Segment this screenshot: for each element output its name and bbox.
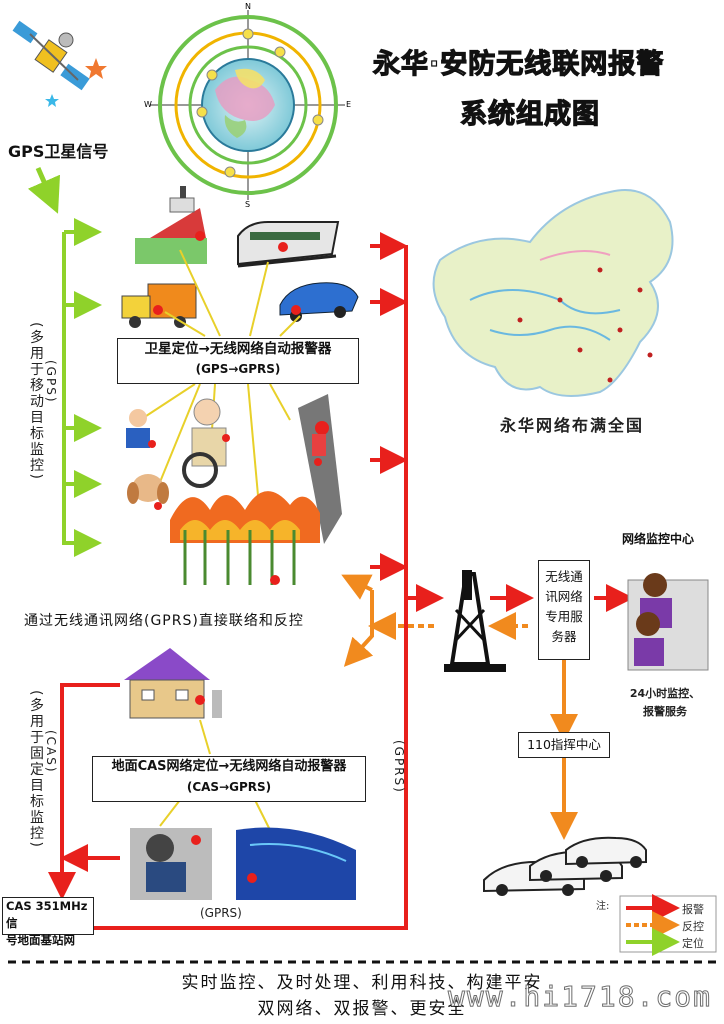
cas-base-line1: CAS 351MHz信: [6, 899, 88, 930]
child-illustration: [126, 409, 156, 448]
legend-label-control: 反控: [682, 920, 704, 933]
gps-side-tag: (GPS): [44, 360, 58, 404]
gps-green-bracket: [62, 218, 102, 557]
worker-illustration: [130, 828, 212, 900]
gprs-bottom-label: (GPRS): [200, 906, 242, 920]
gps-side-note: (多用于移动目标监控): [28, 322, 44, 481]
climber-illustration: [298, 394, 342, 544]
server-line1: 无线通: [545, 569, 583, 584]
center-110-box: 110指挥中心: [518, 732, 610, 758]
cas-side-tag: (CAS): [44, 730, 58, 774]
house-illustration: [124, 648, 222, 719]
service-line1: 24小时监控、: [629, 687, 701, 700]
slogan-line2: 双网络、双报警、更安全: [257, 999, 467, 1019]
compass-n: N: [245, 2, 251, 11]
dog-illustration: [127, 474, 169, 510]
china-map-illustration: [432, 189, 674, 397]
forest-fire-illustration: [170, 491, 320, 585]
legend-label-locate: 定位: [682, 937, 704, 950]
compass-w: W: [144, 100, 152, 109]
cas-yellow-line-left: [159, 799, 181, 827]
compass-s: S: [245, 200, 251, 209]
tower-icon: [444, 570, 506, 672]
server-line2: 讯网络: [545, 589, 583, 604]
building-illustration: [236, 827, 356, 900]
gps-signal-label: GPS卫星信号: [8, 142, 109, 161]
gps-alarm-box: 卫星定位→无线网络自动报警器 (GPS→GPRS): [117, 338, 359, 384]
cas-side-note: (多用于固定目标监控): [28, 690, 44, 849]
gps-alarm-box-line1: 卫星定位→无线网络自动报警器: [144, 341, 332, 357]
train-illustration: [237, 221, 340, 268]
gps-signal-arrow: [27, 166, 61, 214]
service-line2: 报警服务: [643, 705, 687, 718]
cas-alarm-box: 地面CAS网络定位→无线网络自动报警器 (CAS→GPRS): [92, 756, 366, 802]
police-cars-illustration: [483, 836, 647, 896]
car-illustration: [279, 282, 359, 322]
gprs-vertical-label: (GPRS): [392, 740, 406, 794]
page-title-line2: 系统组成图: [459, 98, 600, 130]
cas-alarm-box-line2: (CAS→GPRS): [186, 780, 272, 794]
elderly-wheelchair-illustration: [182, 398, 230, 488]
server-line3: 专用服: [545, 609, 583, 624]
compass-e: E: [346, 100, 352, 109]
cas-alarm-box-line1: 地面CAS网络定位→无线网络自动报警器: [111, 759, 347, 774]
truck-illustration: [121, 283, 197, 328]
cas-yellow-line-top: [199, 719, 211, 755]
ship-illustration: [135, 186, 207, 264]
watermark-text: www.hi1718.com: [447, 980, 713, 1014]
cas-base-line2: 号地面基站网: [6, 933, 75, 947]
gprs-link-label: 通过无线通讯网络(GPRS)直接联络和反控: [24, 613, 304, 629]
monitor-center-label: 网络监控中心: [622, 532, 695, 546]
page-title-line1: 永华·安防无线联网报警: [372, 48, 665, 80]
red-alarm-arrows: [370, 232, 634, 612]
cas-base-station-box: CAS 351MHz信 号地面基站网: [2, 897, 94, 947]
legend-note: 注:: [596, 901, 610, 912]
orange-control-arrows: [341, 574, 578, 840]
satellite-icon: [12, 20, 107, 107]
wireless-server-box: 无线通 讯网络 专用服 务器: [538, 560, 590, 660]
cas-red-arrows: [48, 683, 406, 930]
operators-illustration: [627, 573, 709, 671]
gps-alarm-box-line2: (GPS→GPRS): [195, 362, 281, 376]
slogan-line1: 实时监控、及时处理、利用科技、构建平安: [181, 973, 543, 993]
service-caption: 24小时监控、 报警服务: [620, 685, 710, 721]
server-line4: 务器: [551, 629, 577, 644]
globe-icon: [150, 10, 345, 200]
legend-label-alarm: 报警: [682, 903, 704, 916]
china-map-caption: 永华网络布满全国: [500, 416, 645, 435]
cas-yellow-line-right: [254, 799, 271, 831]
